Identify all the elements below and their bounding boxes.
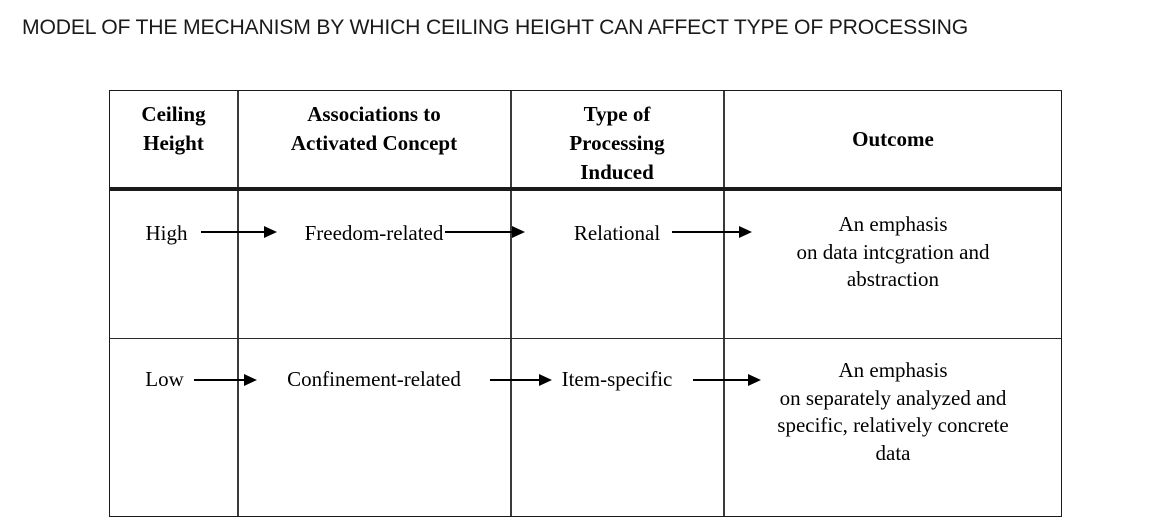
column-header-outcome: Outcome	[852, 126, 934, 151]
figure-title: MODEL OF THE MECHANISM BY WHICH CEILING …	[22, 15, 969, 39]
table-row: Low Confinement-related Item-specific An…	[110, 339, 1061, 515]
column-header-ceiling-height: Ceiling Height	[141, 102, 206, 155]
row-separator-rule	[110, 338, 1061, 340]
column-divider-2	[510, 91, 512, 516]
column-header-type-of-processing: Type of Processing Induced	[569, 102, 665, 184]
cell-outcome-low: An emphasis on separately analyzed and s…	[777, 358, 1009, 466]
header-bottom-rule	[110, 187, 1061, 191]
model-table: Ceiling Height Associations to Activated…	[109, 90, 1062, 517]
cell-associations-low: Confinement-related	[287, 367, 461, 391]
cell-ceiling-height-low: Low	[145, 367, 184, 391]
cell-processing-high: Relational	[573, 221, 661, 245]
column-divider-1	[237, 91, 239, 516]
cell-associations-high: Freedom-related	[304, 221, 444, 245]
cell-processing-low: Item-specific	[561, 367, 673, 391]
cell-ceiling-height-high: High	[145, 221, 188, 245]
column-header-associations: Associations to Activated Concept	[290, 102, 458, 155]
column-divider-3	[723, 91, 725, 516]
table-header-row: Ceiling Height Associations to Activated…	[110, 91, 1061, 187]
cell-outcome-high: An emphasis on data intcgration and abst…	[796, 212, 990, 292]
table-row: High Freedom-related Relational An empha…	[110, 187, 1061, 338]
